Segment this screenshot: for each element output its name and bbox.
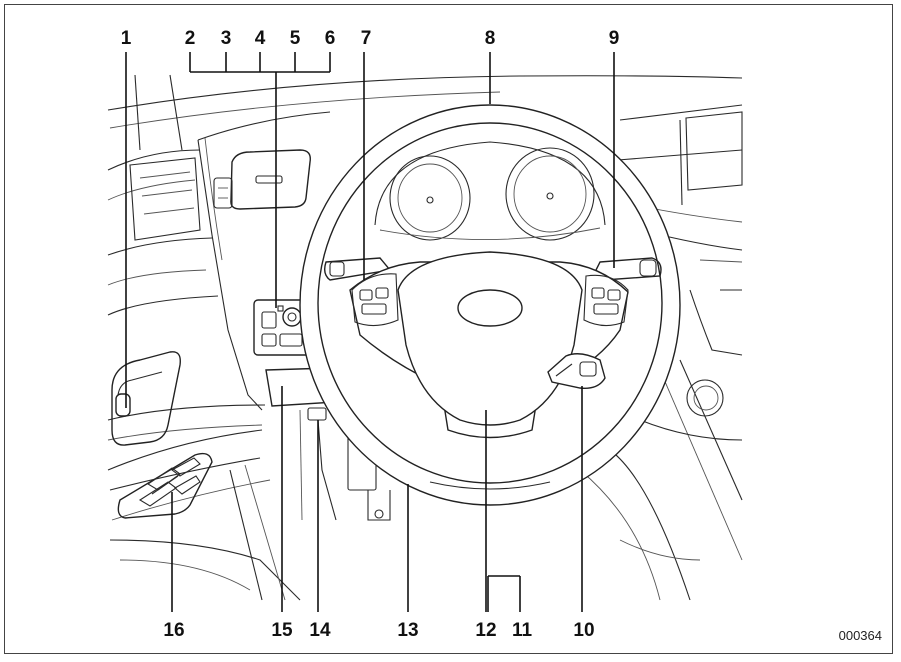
callout-5: 5: [290, 28, 301, 49]
callout-2: 2: [185, 28, 196, 49]
door-panel: [108, 430, 300, 600]
left-vent: [214, 150, 310, 209]
callout-15: 15: [271, 620, 293, 641]
power-window-switch-panel: [118, 454, 212, 518]
callout-3: 3: [221, 28, 232, 49]
callout-4: 4: [255, 28, 266, 49]
callout-9: 9: [609, 28, 620, 49]
callout-14: 14: [309, 620, 331, 641]
callout-16: 16: [163, 620, 184, 641]
callout-13: 13: [397, 620, 418, 641]
callout-1: 1: [121, 28, 132, 49]
callout-12: 12: [475, 620, 496, 641]
callout-6: 6: [325, 28, 336, 49]
figure-id: 000364: [839, 628, 882, 643]
callout-11: 11: [512, 620, 533, 641]
callout-7: 7: [361, 28, 372, 49]
callout-10: 10: [573, 620, 594, 641]
callout-8: 8: [485, 28, 496, 49]
steering-wheel: [300, 105, 680, 505]
